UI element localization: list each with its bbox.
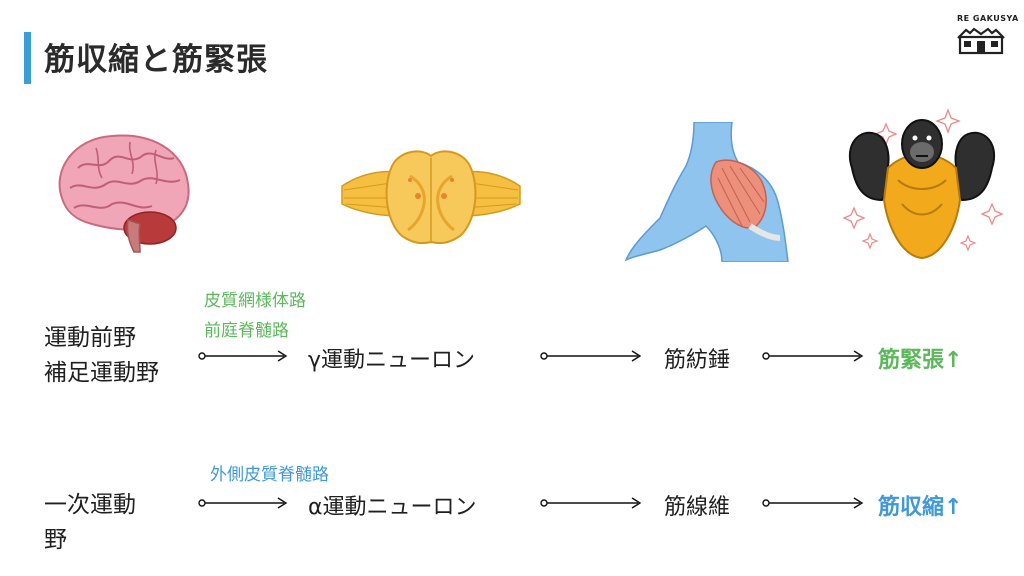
row1-arrow-3	[762, 350, 864, 362]
row2-neuron: α運動ニューロン	[308, 495, 477, 520]
spinal-cord-illustration	[341, 150, 521, 245]
house-logo-icon	[957, 27, 1005, 55]
row2-arrow-1	[198, 497, 288, 509]
brain-illustration	[58, 134, 190, 253]
row2-arrow-3	[762, 497, 864, 509]
row2-origin-line2: 野	[44, 527, 67, 553]
row2-tract: 外側皮質脊髄路	[210, 465, 329, 485]
row2-arrow-2	[540, 497, 642, 509]
row2-target: 筋線維	[664, 495, 731, 520]
row1-origin: 運動前野 補足運動野	[44, 321, 159, 391]
row1-tract-line2: 前庭脊髄路	[204, 321, 289, 341]
logo-text: RE GAKUSYA	[957, 14, 1019, 23]
page-title: 筋収縮と筋緊張	[44, 42, 268, 78]
row1-tract-line1: 皮質網様体路	[204, 291, 306, 311]
row2-result: 筋収縮↑	[878, 495, 963, 520]
row2-origin: 一次運動 野	[44, 488, 136, 558]
flexing-gorilla-illustration	[842, 108, 1004, 260]
row1-origin-line2: 補足運動野	[44, 360, 159, 386]
shoulder-muscle-illustration	[624, 122, 789, 262]
row1-neuron: γ運動ニューロン	[308, 348, 476, 373]
row1-arrow-1	[198, 350, 288, 362]
row1-arrow-2	[540, 350, 642, 362]
row2-origin-line1: 一次運動	[44, 492, 136, 518]
row1-origin-line1: 運動前野	[44, 325, 136, 351]
row1-result: 筋緊張↑	[878, 348, 963, 373]
row1-target: 筋紡錘	[664, 348, 731, 373]
title-accent-bar	[24, 32, 31, 84]
